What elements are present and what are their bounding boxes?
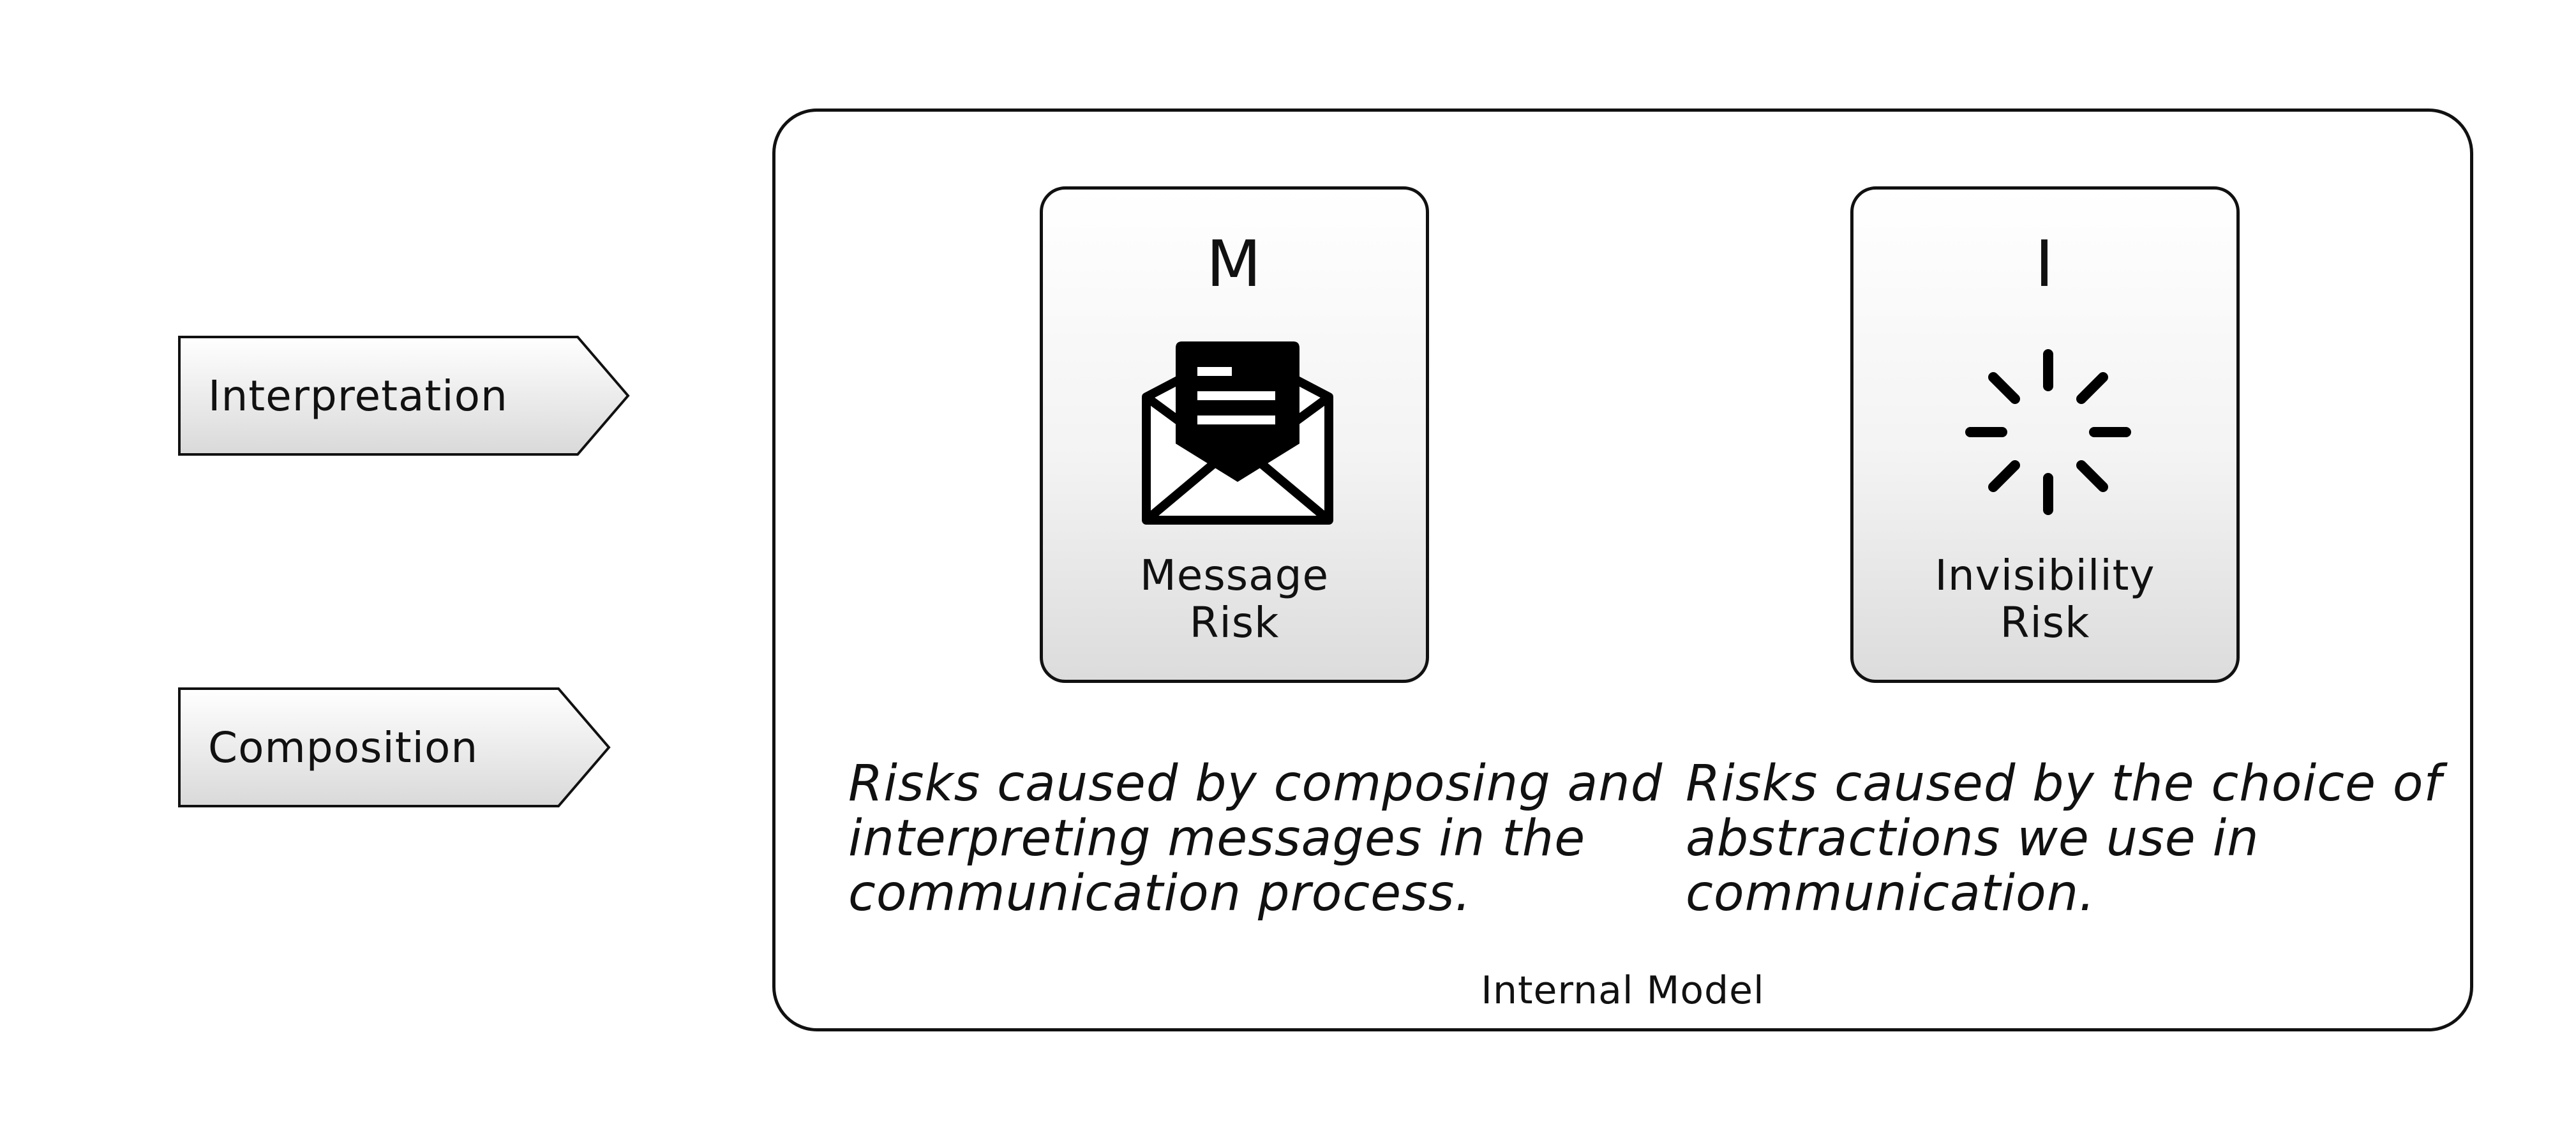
interpretation-label: Interpretation — [208, 371, 508, 421]
card-title: Invisibility Risk — [1853, 552, 2236, 647]
description-line: communication process. — [848, 865, 1472, 922]
card-title-line: Message — [1139, 551, 1329, 600]
interpretation-arrow-tag: Interpretation — [177, 335, 631, 456]
composition-arrow-tag: Composition — [177, 687, 611, 808]
composition-label: Composition — [208, 722, 479, 772]
invisibility-risk-description: Risks caused by the choice of abstractio… — [1686, 756, 2509, 921]
message-risk-description: Risks caused by composing and interpreti… — [848, 756, 1672, 921]
internal-model-label: Internal Model — [1481, 968, 1765, 1013]
description-line: communication. — [1686, 865, 2095, 922]
card-title-line: Risk — [1189, 598, 1280, 647]
invisibility-risk-card: I Invisibility Risk — [1850, 186, 2240, 683]
card-letter: M — [1206, 227, 1263, 301]
arrow-tag-shape — [178, 336, 630, 456]
card-title-line: Invisibility — [1935, 551, 2155, 600]
card-letter: I — [2035, 227, 2055, 301]
arrow-tag-shape — [178, 687, 611, 807]
description-line: Risks caused by composing and — [848, 755, 1663, 812]
description-line: interpreting messages in the — [848, 810, 1586, 867]
open-envelope-icon — [1142, 341, 1333, 525]
card-title: Message Risk — [1043, 552, 1426, 647]
description-line: abstractions we use in — [1686, 810, 2259, 867]
description-line: Risks caused by the choice of — [1686, 755, 2442, 812]
message-risk-card: M Message Risk — [1040, 186, 1429, 683]
internal-model-container: M Message Risk I — [772, 109, 2473, 1031]
loading-spinner-icon — [1965, 349, 2131, 515]
card-title-line: Risk — [2000, 598, 2090, 647]
